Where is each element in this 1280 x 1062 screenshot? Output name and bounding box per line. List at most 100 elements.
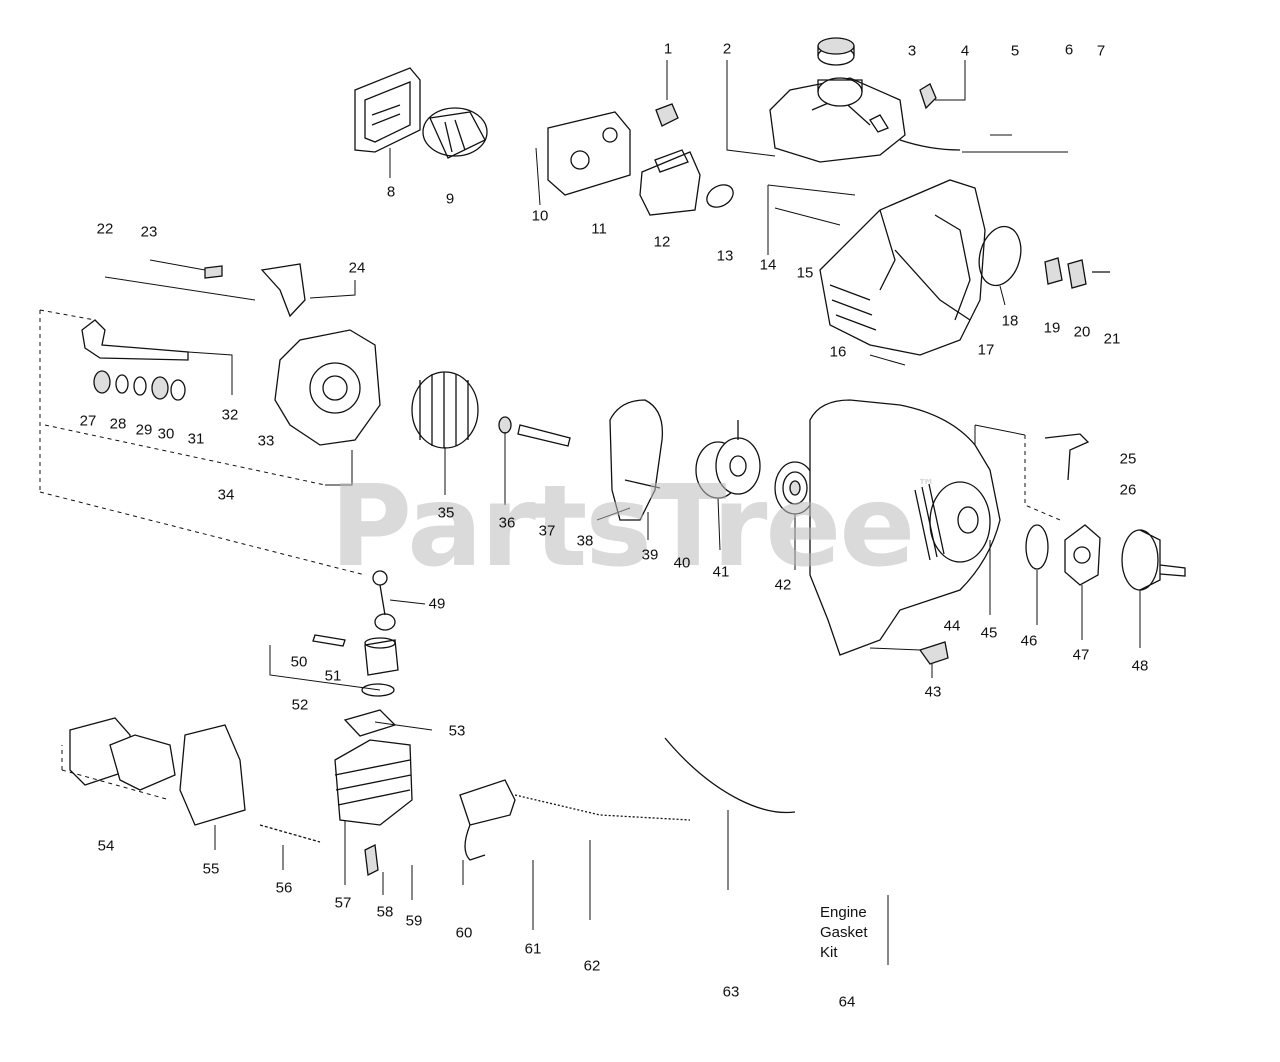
callout-50: 50 <box>290 653 308 671</box>
callout-53: 53 <box>448 722 466 740</box>
callout-32: 32 <box>221 406 239 424</box>
kit-label-line1: Engine <box>820 904 867 921</box>
callout-11: 11 <box>591 220 607 238</box>
callout-35: 35 <box>437 504 455 522</box>
air-filter-cover-part <box>354 67 421 153</box>
piston-part <box>361 637 399 697</box>
throttle-cable-part <box>664 737 796 814</box>
callout-62: 62 <box>583 957 601 975</box>
muffler-gasket-part <box>179 724 246 826</box>
clutch-drum-part <box>1121 529 1186 591</box>
cylinder-gasket-part <box>343 709 397 737</box>
muffler-part <box>69 717 176 791</box>
callout-7: 7 <box>1096 42 1106 60</box>
callout-10: 10 <box>531 207 549 225</box>
callout-13: 13 <box>716 247 734 265</box>
flywheel-part <box>411 371 479 449</box>
callout-18: 18 <box>1001 312 1019 330</box>
callout-19: 19 <box>1043 319 1061 337</box>
callout-56: 56 <box>275 879 293 897</box>
spring-part <box>259 824 321 843</box>
throttle-part <box>1044 433 1090 481</box>
callout-41: 41 <box>712 563 730 581</box>
callout-2: 2 <box>722 40 732 58</box>
callout-42: 42 <box>774 576 792 594</box>
connecting-rod-part <box>372 570 396 631</box>
clip-part-23 <box>204 265 223 279</box>
engine-gasket-kit-label: Engine Gasket Kit <box>820 903 868 963</box>
callout-9: 9 <box>445 190 455 208</box>
callout-63: 63 <box>722 983 740 1001</box>
callout-49: 49 <box>428 595 446 613</box>
recoil-pulley-part <box>695 420 761 499</box>
callout-21: 21 <box>1103 330 1121 348</box>
spark-plug-part <box>364 844 379 876</box>
callout-8: 8 <box>386 183 396 201</box>
callout-25: 25 <box>1119 450 1137 468</box>
callout-26: 26 <box>1119 481 1137 499</box>
washer-part <box>498 416 512 434</box>
recoil-spring-part <box>774 461 816 515</box>
fuel-filter-part <box>919 83 937 110</box>
shaft-part <box>517 424 571 447</box>
carb-gasket-part <box>706 184 734 208</box>
starter-shroud-part <box>609 399 664 521</box>
callout-60: 60 <box>455 924 473 942</box>
callout-44: 44 <box>943 617 961 635</box>
callout-43: 43 <box>924 683 942 701</box>
fuel-cap-part <box>817 37 855 66</box>
callout-57: 57 <box>334 894 352 912</box>
engine-housing-part <box>819 179 986 356</box>
callout-59: 59 <box>405 912 423 930</box>
callout-54: 54 <box>97 837 115 855</box>
callout-6: 6 <box>1064 41 1074 59</box>
callout-4: 4 <box>960 42 970 60</box>
callout-51: 51 <box>324 667 342 685</box>
o-ring-part <box>978 225 1022 287</box>
callout-16: 16 <box>829 343 847 361</box>
callout-30: 30 <box>157 425 175 443</box>
watermark-trademark: ™ <box>917 476 935 497</box>
callout-24: 24 <box>348 259 366 277</box>
crankcase-part <box>274 329 381 446</box>
callout-3: 3 <box>907 42 917 60</box>
callout-40: 40 <box>673 554 691 572</box>
cylinder-part <box>334 739 413 826</box>
callout-14: 14 <box>759 256 777 274</box>
fuel-tank-part <box>769 77 961 163</box>
callout-58: 58 <box>376 903 394 921</box>
bearing-set-part <box>93 370 186 401</box>
bracket-part <box>260 263 306 318</box>
callout-36: 36 <box>498 514 516 532</box>
kit-label-line2: Gasket <box>820 924 868 941</box>
callout-20: 20 <box>1073 323 1091 341</box>
callout-17: 17 <box>977 341 995 359</box>
callout-33: 33 <box>257 432 275 450</box>
piston-pin-part <box>312 634 346 647</box>
callout-46: 46 <box>1020 632 1038 650</box>
carburetor-part <box>639 149 701 216</box>
fan-housing-part <box>809 399 1001 656</box>
callout-15: 15 <box>796 264 814 282</box>
cap-part-19 <box>1044 257 1063 285</box>
callout-27: 27 <box>79 412 97 430</box>
kit-label-line3: Kit <box>820 944 838 961</box>
callout-37: 37 <box>538 522 556 540</box>
callout-52: 52 <box>291 696 309 714</box>
callout-22: 22 <box>96 220 114 238</box>
callout-64: 64 <box>838 993 856 1011</box>
leader-lines <box>39 60 1141 965</box>
carburetor-bracket-part <box>547 111 631 196</box>
cap-part-20 <box>1067 259 1087 289</box>
callout-12: 12 <box>653 233 671 251</box>
primer-bulb-part <box>655 103 679 127</box>
callout-28: 28 <box>109 415 127 433</box>
clutch-washer-part <box>1025 524 1049 570</box>
ignition-coil-part <box>459 779 516 861</box>
callout-1: 1 <box>663 40 673 58</box>
callout-55: 55 <box>202 860 220 878</box>
air-filter-part <box>422 107 488 159</box>
callout-5: 5 <box>1010 42 1020 60</box>
